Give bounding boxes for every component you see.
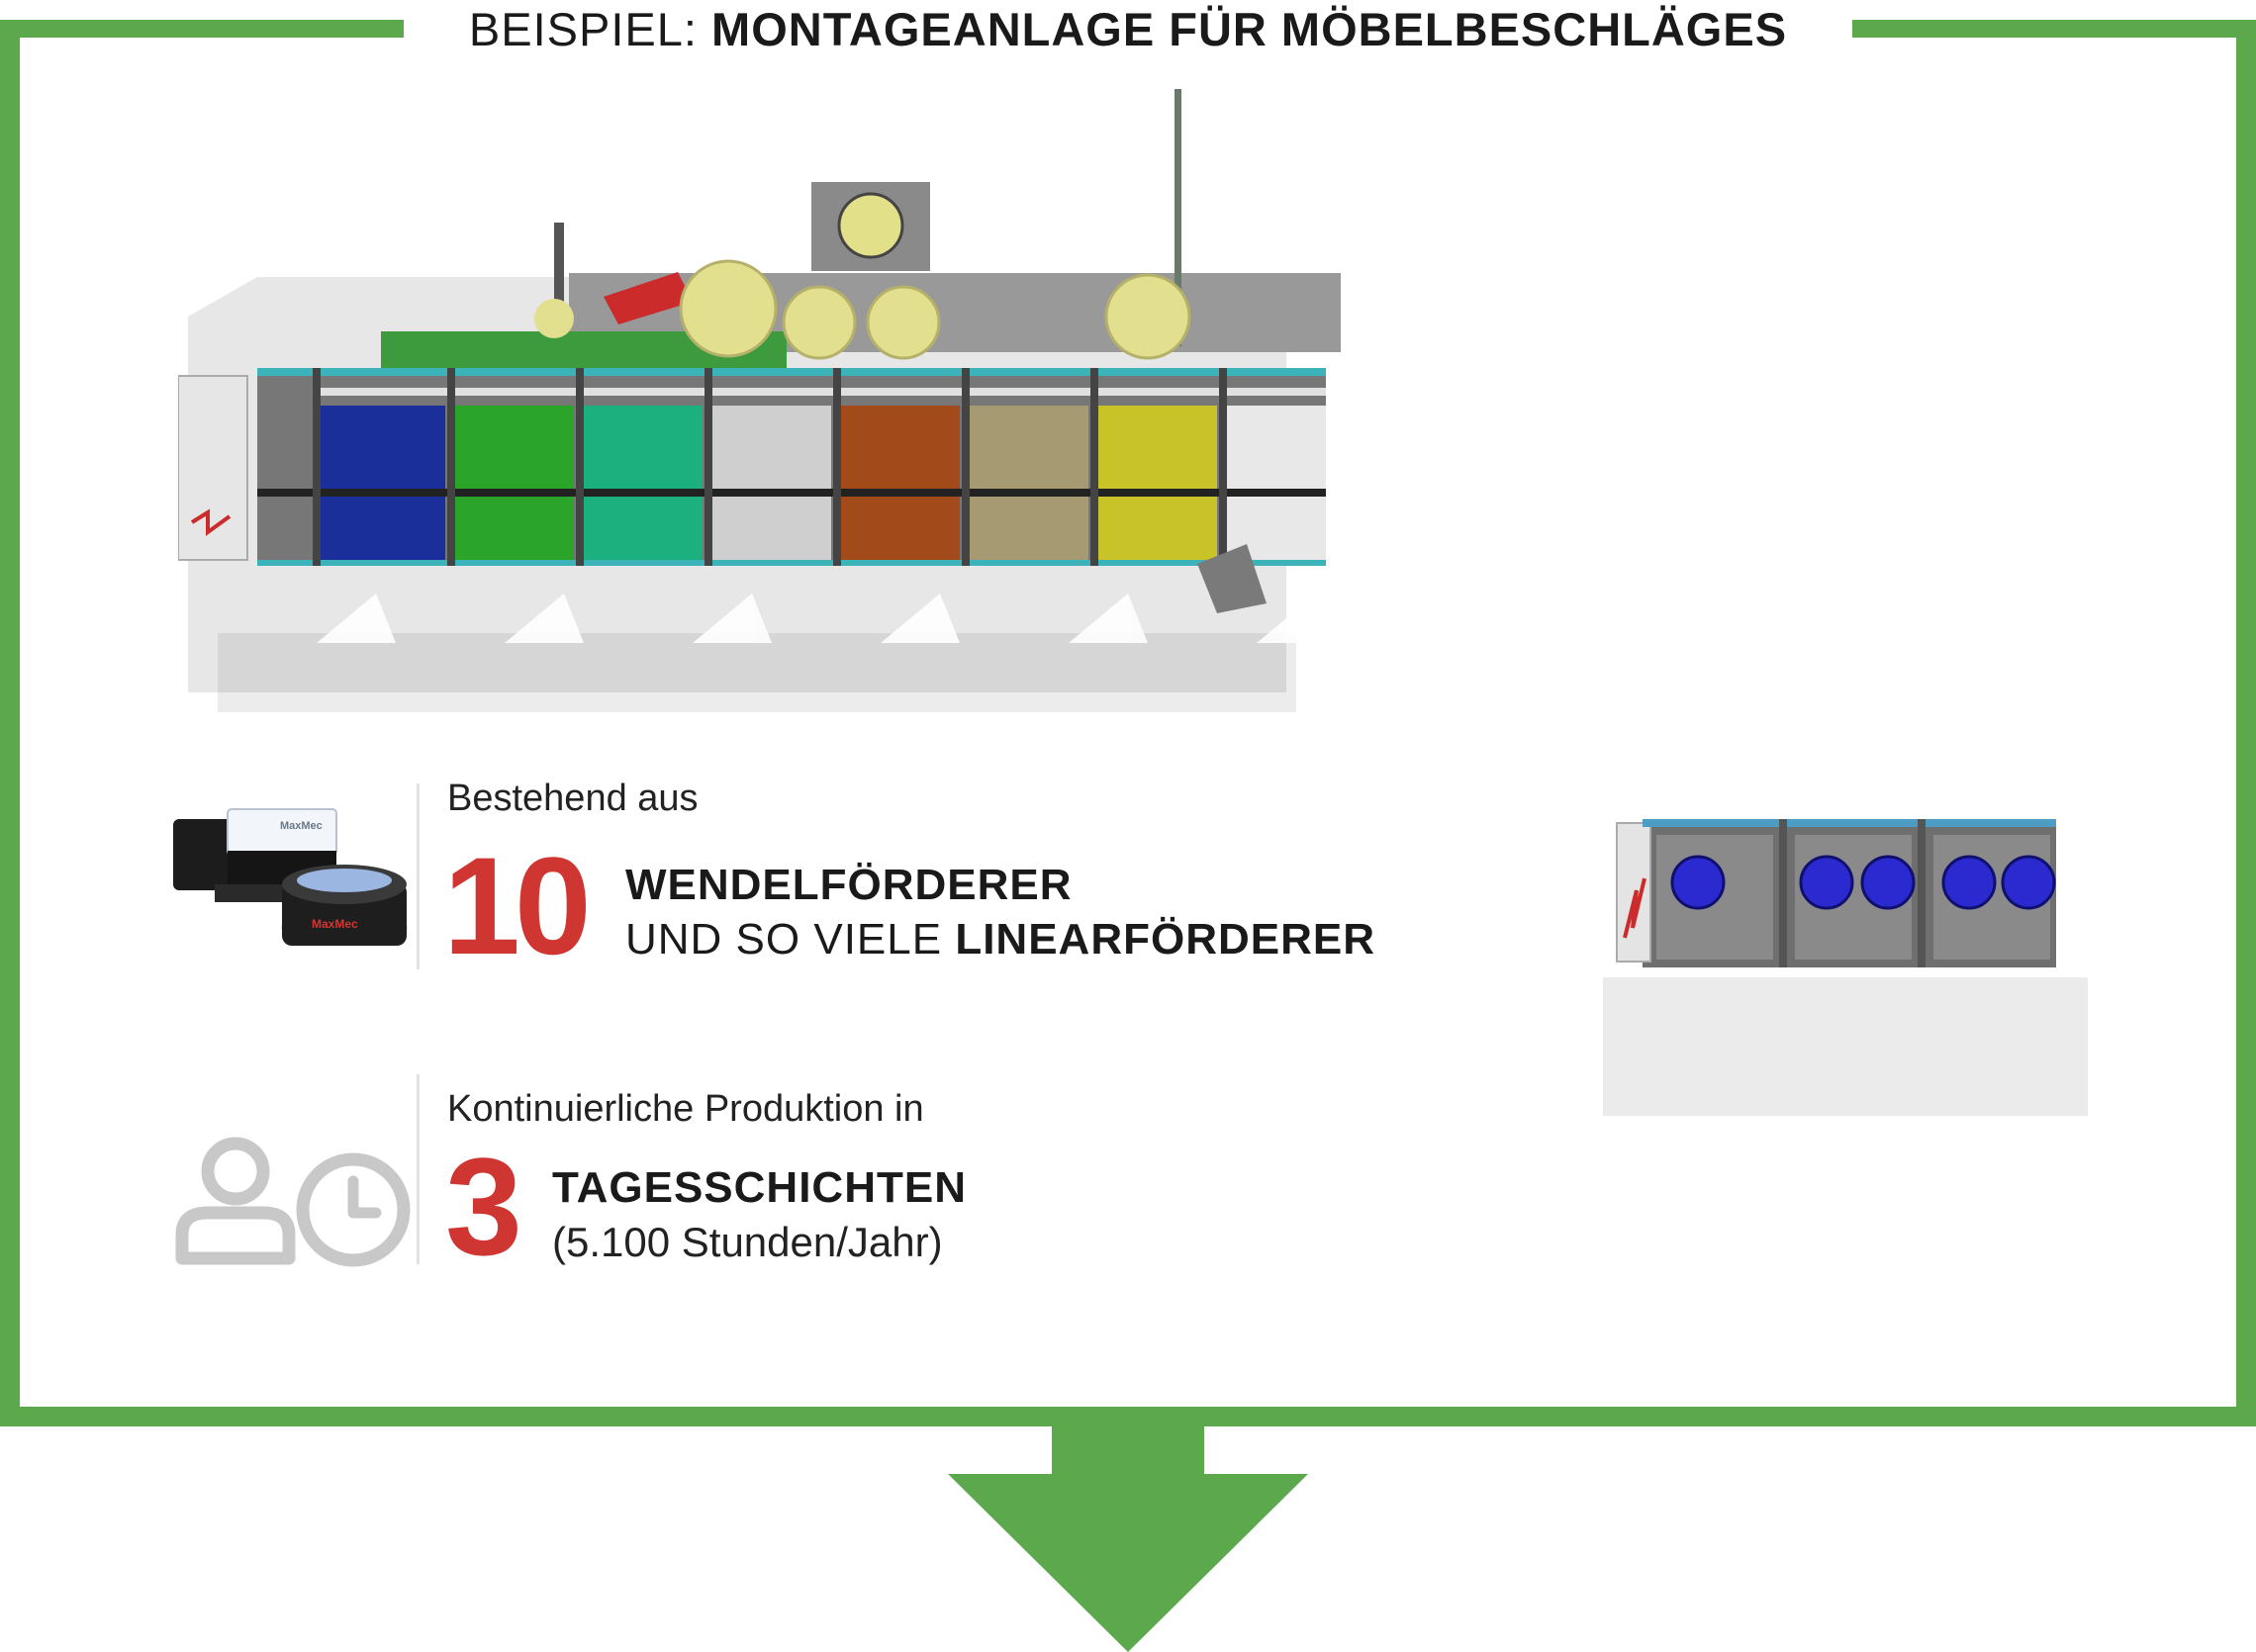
- frame-left: [0, 20, 20, 1424]
- frame-right: [2236, 20, 2256, 1424]
- shifts-lead: Kontinuierliche Produktion in: [447, 1088, 924, 1130]
- conveyors-number: 10: [443, 828, 592, 983]
- shifts-line1: TAGESSCHICHTEN: [552, 1163, 967, 1212]
- conveyors-line2-regular: UND SO VIELE: [625, 915, 943, 964]
- conveyors-line2: UND SO VIELE LINEARFÖRDERER: [625, 915, 1375, 964]
- product-brand-logo-bottom: MaxMec: [312, 917, 358, 931]
- assembly-machine-image: [178, 89, 1341, 712]
- separator-shifts: [417, 1074, 420, 1264]
- page-title: BEISPIEL: MONTAGEANLAGE FÜR MÖBELBESCHLÄ…: [0, 2, 2256, 57]
- vibratory-feeder-image: MaxMec MaxMec: [173, 808, 408, 946]
- separator-conveyors: [417, 783, 420, 969]
- title-prefix: BEISPIEL:: [468, 3, 698, 55]
- conveyors-line2-bold: LINEARFÖRDERER: [955, 915, 1376, 964]
- shifts-line2: (5.100 Stunden/Jahr): [552, 1219, 943, 1265]
- feeder-module-image: [1603, 819, 2088, 1116]
- frame-top-left: [0, 20, 404, 38]
- title-main: MONTAGEANLAGE FÜR MÖBELBESCHLÄGES: [711, 3, 1788, 55]
- clock-icon: [296, 1152, 411, 1267]
- arrow-down-icon: [948, 1424, 1308, 1652]
- conveyors-lead: Bestehend aus: [447, 778, 699, 819]
- frame-top-right: [1852, 20, 2256, 38]
- product-brand-logo-top: MaxMec: [280, 820, 323, 832]
- user-icon: [175, 1137, 296, 1265]
- shifts-number: 3: [445, 1129, 522, 1284]
- frame-bottom: [0, 1407, 2256, 1426]
- conveyors-line1: WENDELFÖRDERER: [625, 861, 1073, 909]
